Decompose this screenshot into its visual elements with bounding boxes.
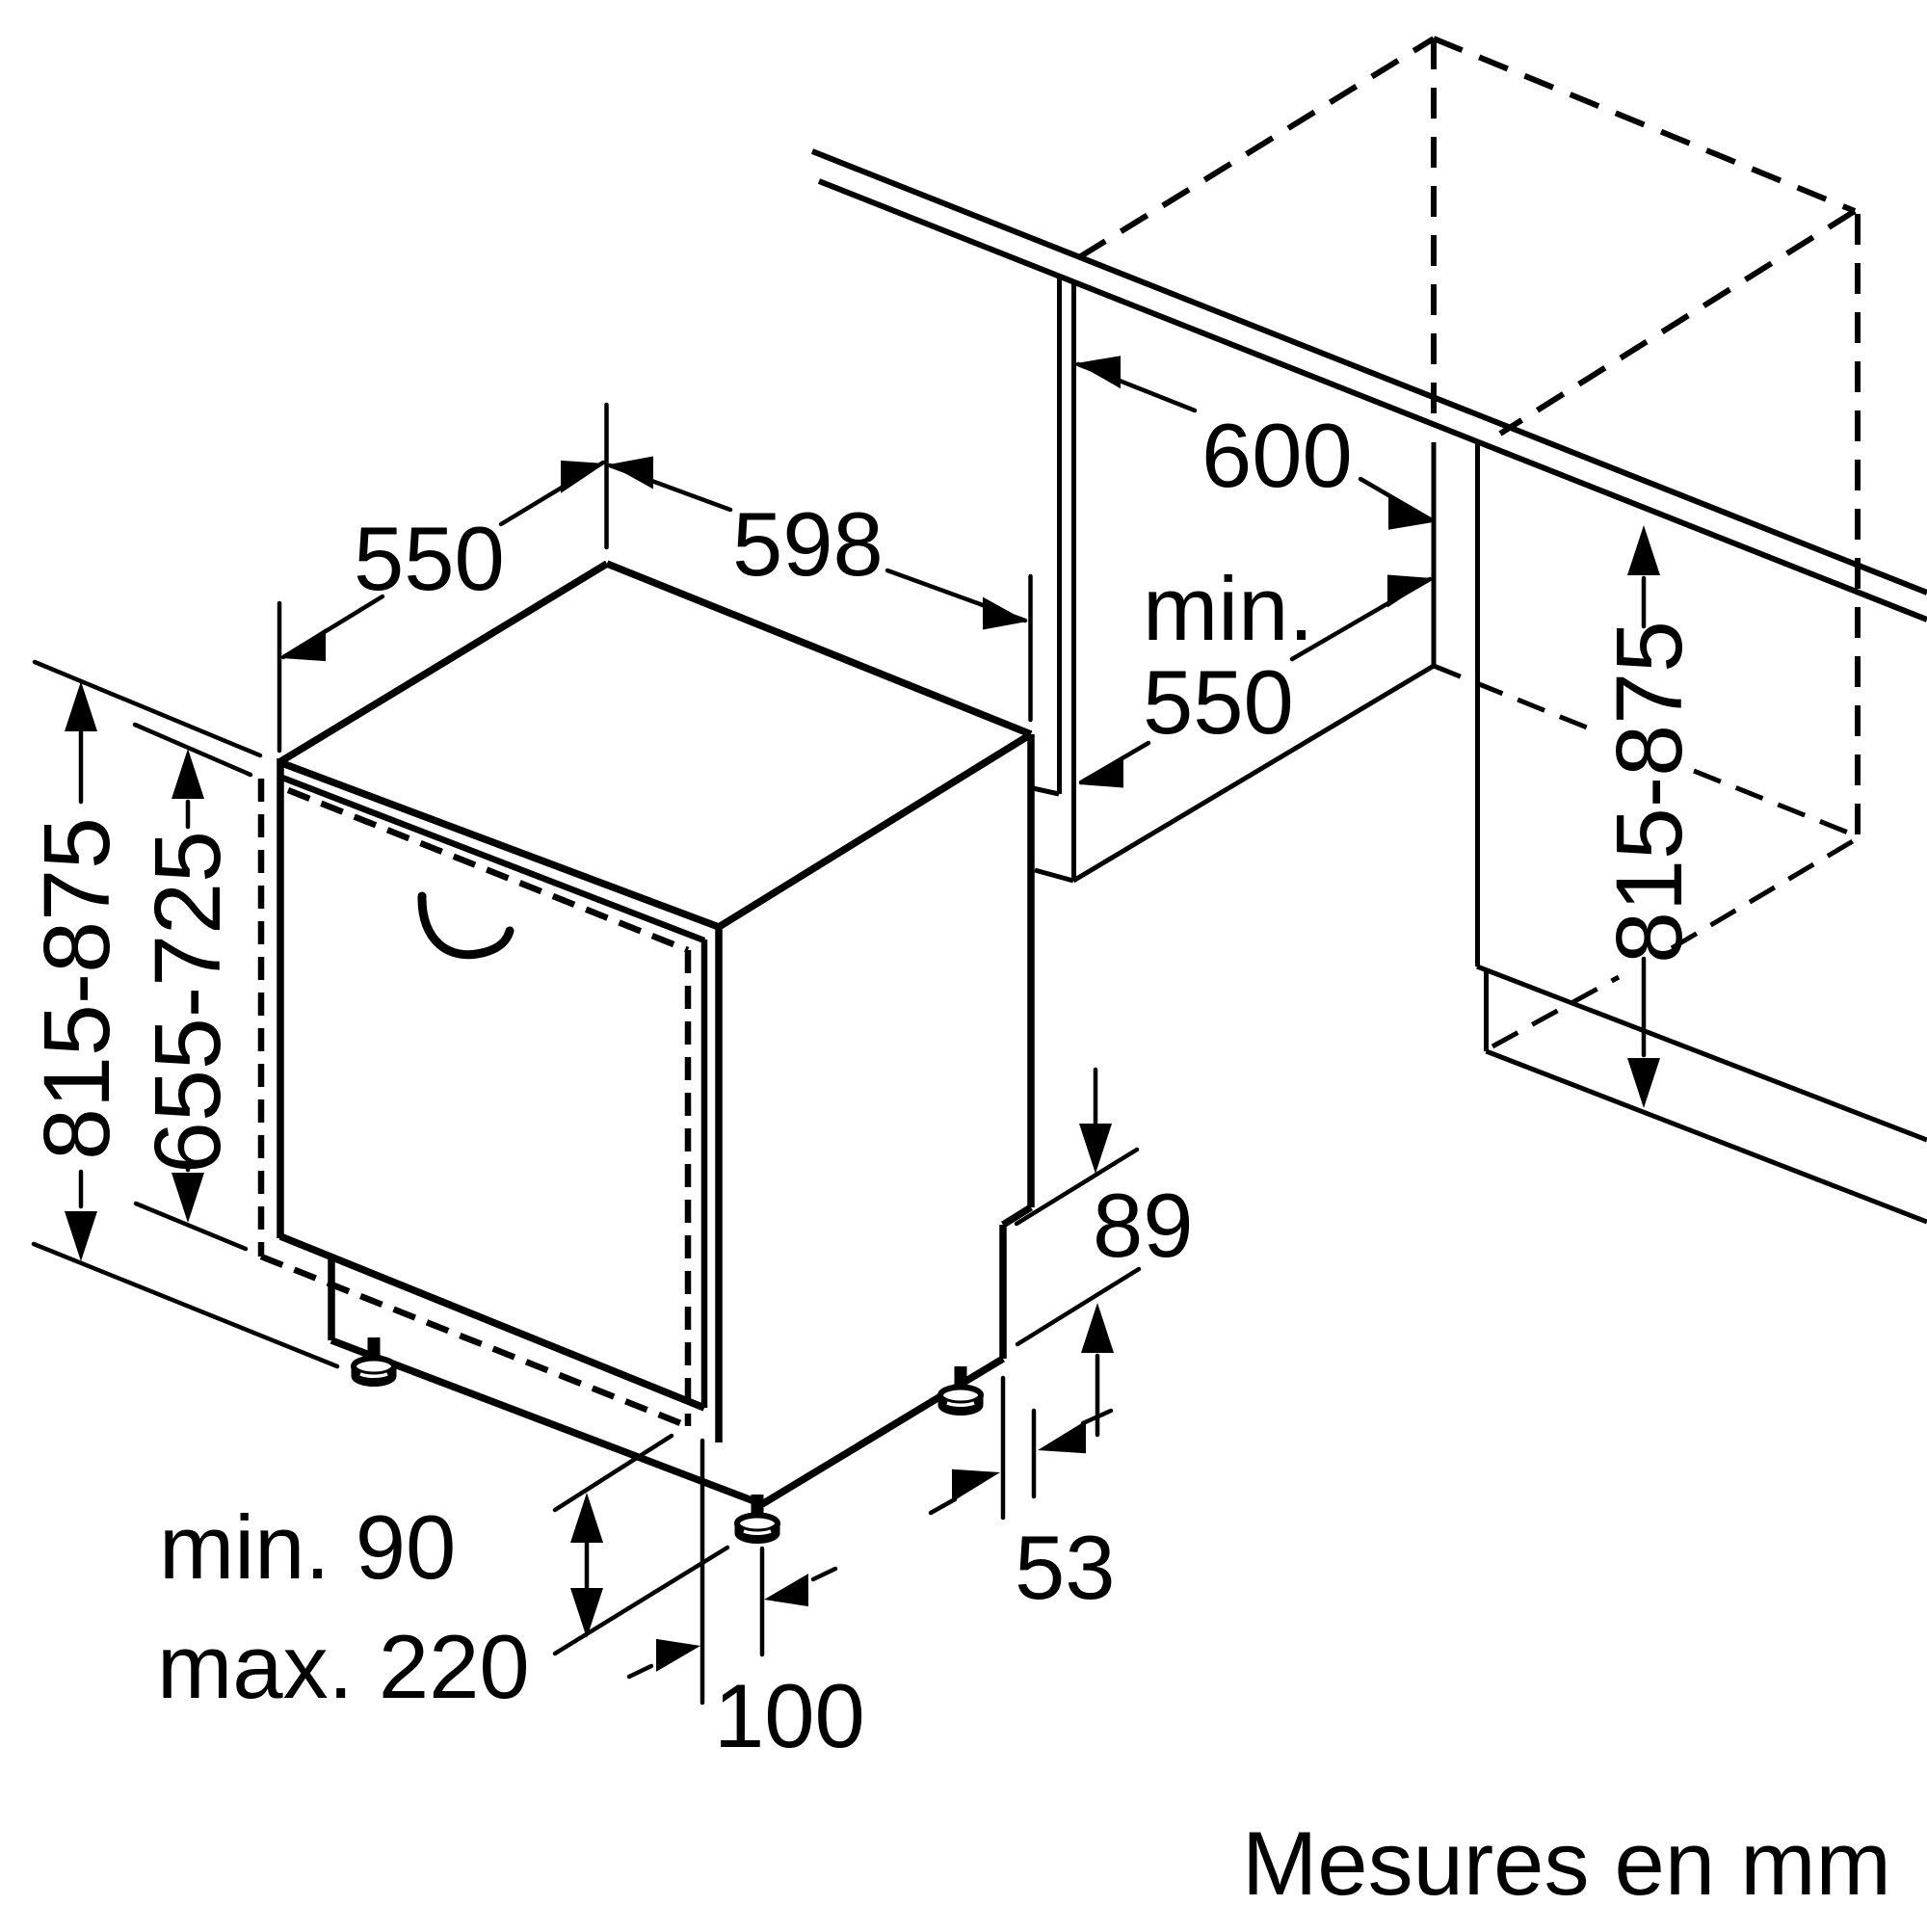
svg-text:598: 598 — [732, 493, 884, 595]
svg-text:Mesures en mm: Mesures en mm — [1242, 1813, 1891, 1914]
svg-text:550: 550 — [354, 508, 505, 609]
svg-text:max. 220: max. 220 — [157, 1616, 530, 1717]
svg-text:min.: min. — [1143, 558, 1314, 659]
svg-text:655-725: 655-725 — [135, 831, 240, 1174]
svg-text:815-875: 815-875 — [24, 817, 129, 1160]
svg-text:600: 600 — [1201, 405, 1353, 506]
svg-text:815-875: 815-875 — [1597, 621, 1702, 964]
svg-text:53: 53 — [1015, 1517, 1116, 1618]
svg-text:550: 550 — [1143, 651, 1294, 753]
svg-text:100: 100 — [714, 1665, 865, 1766]
svg-text:89: 89 — [1093, 1175, 1194, 1276]
svg-text:min. 90: min. 90 — [159, 1496, 456, 1598]
